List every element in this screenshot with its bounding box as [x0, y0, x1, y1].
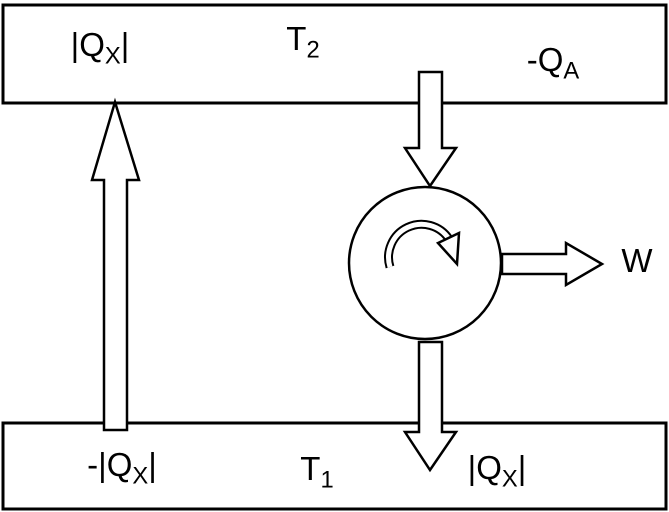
- cold-heat-exchange-label: -|QX|: [87, 445, 157, 490]
- work-label: W: [621, 241, 653, 279]
- heat-input-down-arrow: [402, 70, 459, 189]
- heat-input-label: -QA: [526, 40, 580, 85]
- heat-rejected-label: |QX|: [467, 448, 527, 493]
- engine-circle: [347, 185, 503, 341]
- rotation-arrow-icon: [384, 219, 461, 269]
- hot-temperature-label: T2: [286, 19, 320, 64]
- heat-up-arrow: [90, 97, 141, 432]
- hot-heat-exchange-label: |QX|: [70, 25, 130, 70]
- heat-rejection-down-arrow: [402, 340, 459, 473]
- cold-temperature-label: T1: [300, 449, 334, 494]
- work-output-arrow: [500, 240, 605, 288]
- cold-reservoir-box: [1, 421, 668, 511]
- hot-reservoir-box: [1, 3, 668, 105]
